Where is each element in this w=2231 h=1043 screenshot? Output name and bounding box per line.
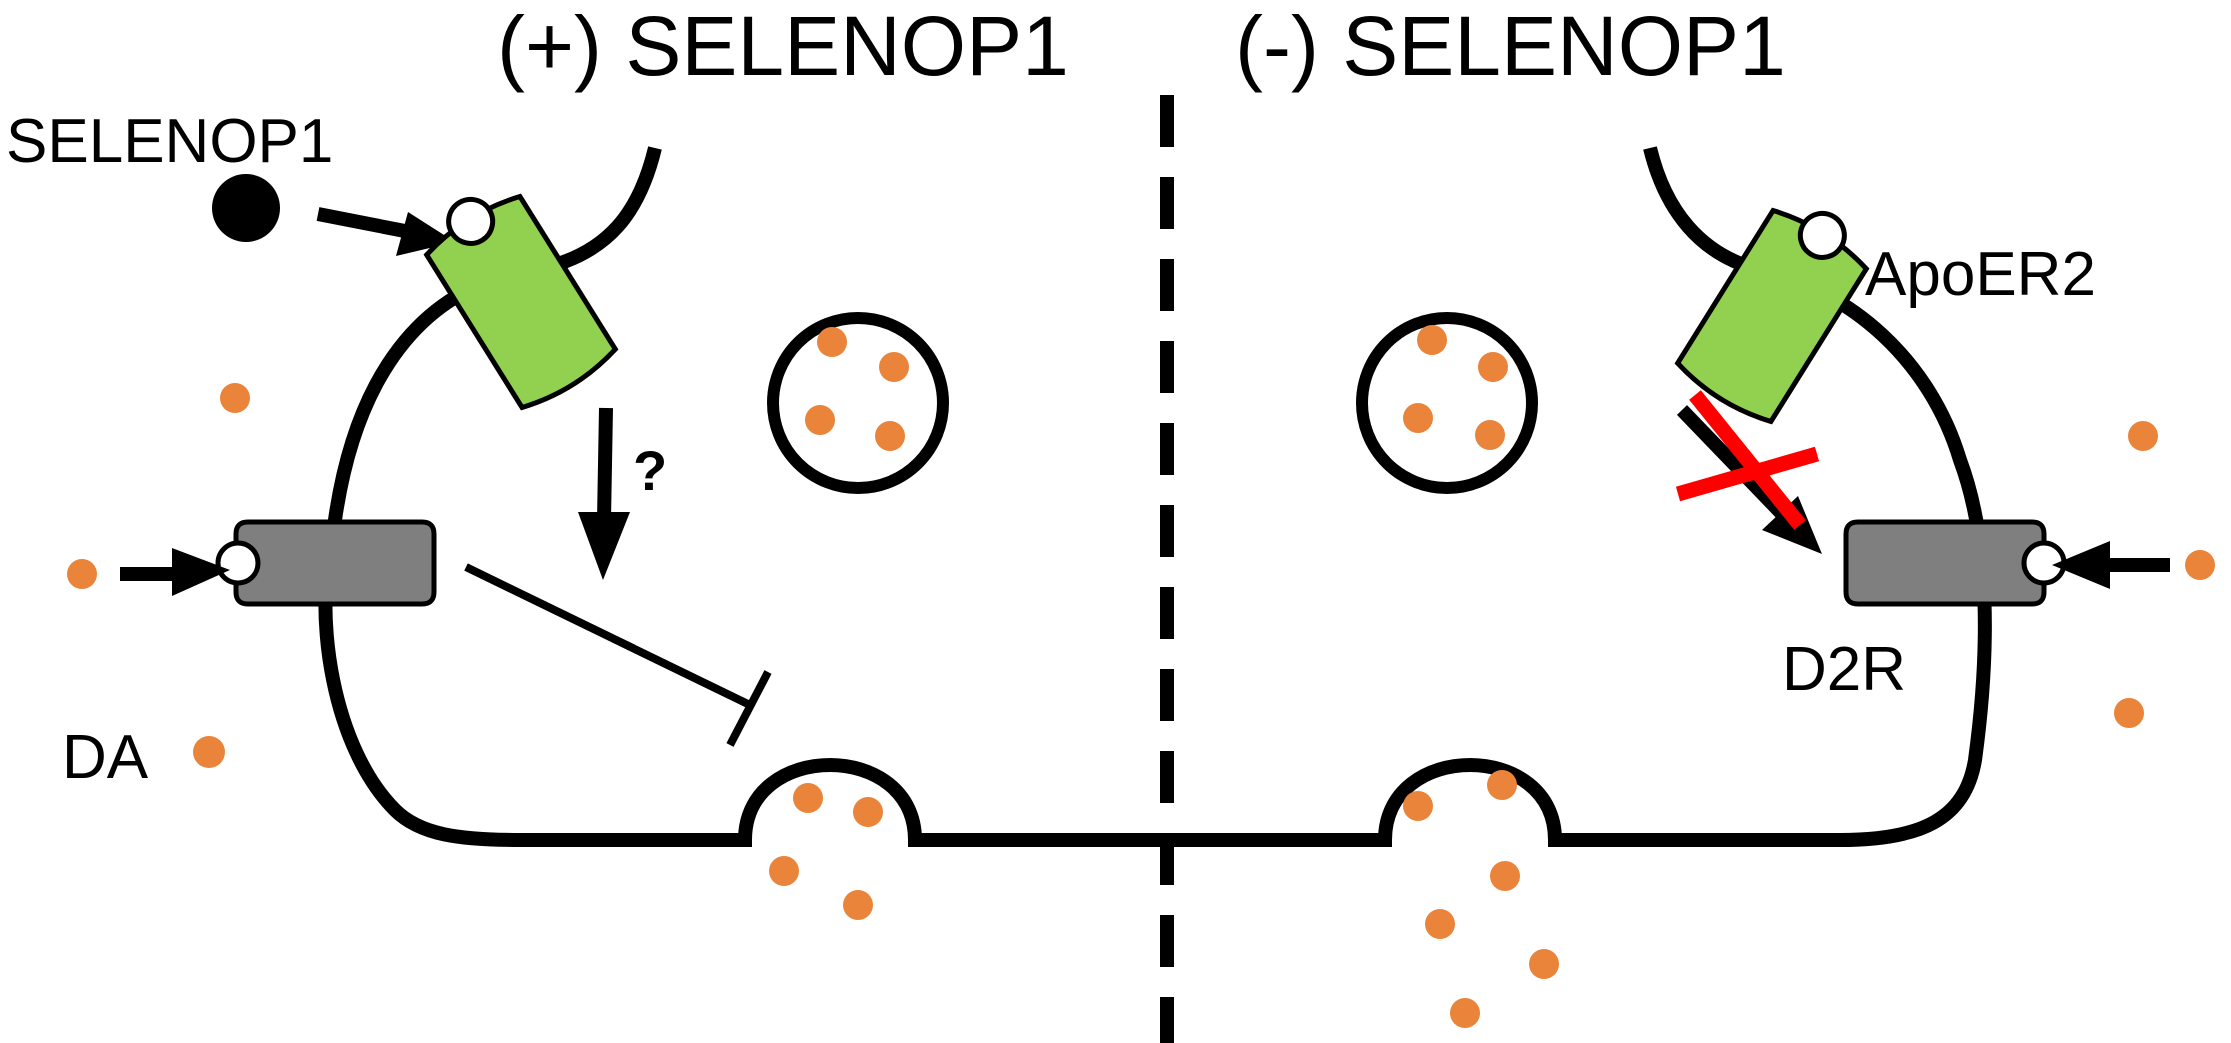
- arrow-apoer2-question: [578, 407, 630, 580]
- arrow-da-to-left-d2r: [120, 548, 230, 596]
- left-released-dopamine: [769, 783, 883, 920]
- right-apoer2-receptor: [1674, 207, 1870, 425]
- dopamine-legend-dot: [193, 736, 225, 768]
- right-neuron-membrane: [1167, 146, 1992, 847]
- right-d2r-receptor: [1843, 519, 2067, 607]
- left-apoer2-receptor: [423, 193, 619, 411]
- d2r-label: D2R: [1782, 635, 1906, 704]
- red-cross-block-icon: [1675, 390, 1820, 530]
- left-vesicle: [767, 312, 949, 494]
- right-released-dopamine: [1403, 770, 1559, 1028]
- left-d2r-receptor: [215, 519, 437, 607]
- left-extracellular-dopamine: [67, 383, 250, 589]
- arrow-da-to-right-d2r: [2052, 541, 2170, 589]
- selenop1-ligand-label: SELENOP1: [6, 107, 333, 176]
- right-extracellular-dopamine: [2114, 421, 2215, 728]
- right-vesicle: [1356, 312, 1538, 494]
- apoer2-label: ApoER2: [1865, 240, 2096, 309]
- question-mark: ?: [633, 439, 667, 502]
- title-minus-selenop1: (-) SELENOP1: [1235, 0, 1786, 93]
- dopamine-label: DA: [62, 723, 149, 792]
- selenop1-ligand: [212, 174, 280, 242]
- title-plus-selenop1: (+) SELENOP1: [497, 0, 1069, 93]
- inhibition-line: [464, 563, 772, 747]
